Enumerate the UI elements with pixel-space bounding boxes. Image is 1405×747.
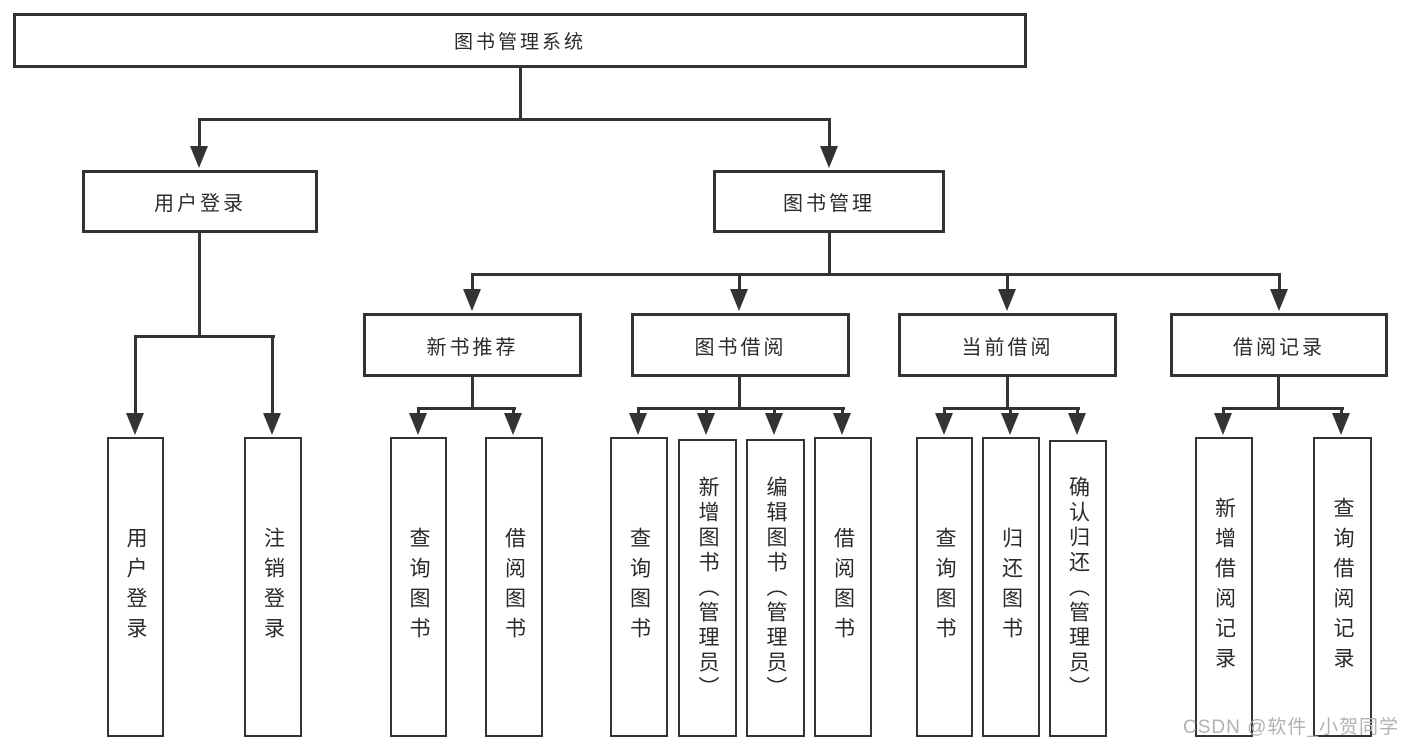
node-library-management-system: 图书管理系统 [13,13,1027,68]
connector-g0-leaf1 [512,407,515,417]
leaf-label: 借阅图书 [502,527,526,647]
watermark-text: CSDN @软件_小贺同学 [1183,717,1399,738]
connector-g1-leaf2 [773,407,776,417]
connector-level2-split [198,118,831,121]
arrowhead-icon [1068,413,1086,435]
connector-g0-leaf0 [417,407,420,417]
connector-g2-drop [1006,377,1009,409]
leaf-bb-query-books: 查询图书 [610,437,668,737]
node-borrow-records: 借阅记录 [1170,313,1388,377]
leaf-label: 查询图书 [407,527,430,647]
arrowhead-icon [935,413,953,435]
leaf-label: 借阅图书 [831,527,855,647]
leaf-bb-borrow-books: 借阅图书 [814,437,872,737]
leaf-user-login: 用户登录 [107,437,164,737]
leaf-label: 查询借阅记录 [1331,497,1354,677]
connector-drop-book-mgmt [828,118,831,150]
leaf-cb-query-books: 查询图书 [916,437,973,737]
node-user-login: 用户登录 [82,170,318,233]
arrowhead-icon [126,413,144,435]
connector-user-login-split [134,335,275,338]
connector-g3-leaf1 [1340,407,1343,417]
arrowhead-icon [1214,413,1232,435]
connector-drop-user-login [198,118,201,150]
connector-g0-drop [471,377,474,409]
leaf-label: 查询图书 [933,527,956,647]
node-label: 当前借阅 [961,336,1054,359]
node-book-borrow: 图书借阅 [631,313,850,377]
connector-g3-leaf0 [1222,407,1225,417]
arrowhead-icon [833,413,851,435]
leaf-label: 查询图书 [627,527,651,647]
connector-drop-leaf-user-login [134,335,137,416]
connector-g1-leaf0 [637,407,640,417]
connector-root-drop [519,68,522,121]
leaf-nb-query-books: 查询图书 [390,437,447,737]
leaf-bb-add-books-admin: 新增图书（管理员） [678,439,737,737]
connector-g2-leaf0 [943,407,946,417]
connector-book-mgmt-drop [828,233,831,276]
arrowhead-icon [730,289,748,311]
arrowhead-icon [190,146,208,168]
connector-drop-new-books [471,276,474,292]
leaf-bb-edit-books-admin: 编辑图书（管理员） [746,439,805,737]
arrowhead-icon [765,413,783,435]
leaf-cb-return-books: 归还图书 [982,437,1040,737]
node-book-management: 图书管理 [713,170,945,233]
arrowhead-icon [463,289,481,311]
connector-g0-split [417,407,516,410]
leaf-cb-confirm-return-admin: 确认归还（管理员） [1049,440,1107,737]
arrowhead-icon [998,289,1016,311]
node-current-borrow: 当前借阅 [898,313,1117,377]
arrowhead-icon [1332,413,1350,435]
leaf-label: 用户登录 [124,527,147,647]
leaf-nb-borrow-books: 借阅图书 [485,437,543,737]
arrowhead-icon [409,413,427,435]
arrowhead-icon [263,413,281,435]
arrowhead-icon [629,413,647,435]
node-label: 图书借阅 [694,336,787,359]
connector-g2-leaf2 [1076,407,1079,417]
node-label: 借阅记录 [1233,336,1325,359]
leaf-label: 归还图书 [999,527,1023,647]
arrowhead-icon [1001,413,1019,435]
connector-g3-drop [1277,377,1280,409]
connector-level3-split [471,273,1281,276]
node-label: 图书管理系统 [453,32,586,53]
leaf-label: 注销登录 [261,527,285,647]
connector-g3-split [1222,407,1344,410]
leaf-label: 编辑图书（管理员） [764,475,787,701]
leaf-label: 确认归还（管理员） [1066,476,1090,701]
arrowhead-icon [1270,289,1288,311]
node-label: 用户登录 [154,193,246,215]
arrowhead-icon [820,146,838,168]
leaf-logout: 注销登录 [244,437,302,737]
connector-drop-borrow-records [1278,276,1281,292]
node-label: 新书推荐 [426,336,519,359]
leaf-br-add-record: 新增借阅记录 [1195,437,1253,737]
node-new-book-recommend: 新书推荐 [363,313,582,377]
connector-g1-split [638,407,845,410]
connector-g2-leaf1 [1009,407,1012,417]
arrowhead-icon [697,413,715,435]
leaf-label: 新增图书（管理员） [696,475,719,701]
connector-drop-current-borrow [1006,276,1009,292]
connector-g1-leaf3 [841,407,844,417]
connector-drop-leaf-logout [271,335,274,416]
connector-g1-drop [738,377,741,409]
connector-user-login-drop [198,233,201,337]
arrowhead-icon [504,413,522,435]
connector-g1-leaf1 [705,407,708,417]
leaf-label: 新增借阅记录 [1212,497,1236,677]
node-label: 图书管理 [783,193,875,215]
connector-drop-book-borrow [738,276,741,292]
leaf-br-query-record: 查询借阅记录 [1313,437,1372,737]
